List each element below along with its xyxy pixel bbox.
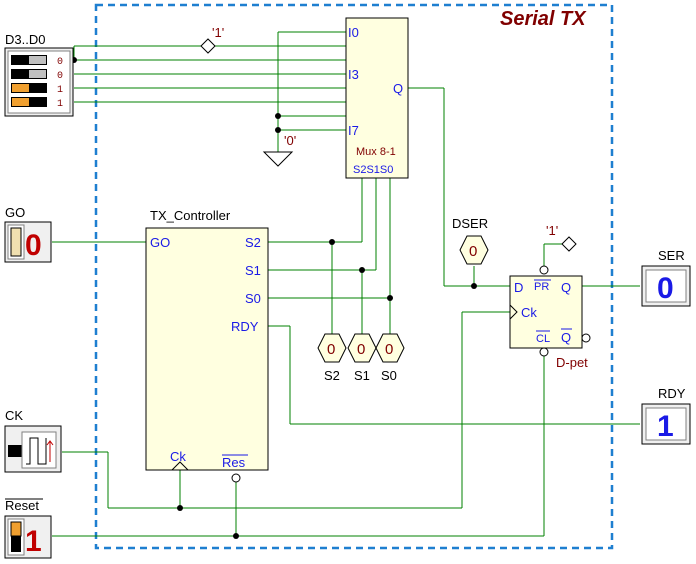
dip-bit0-value: 1 [57,99,63,110]
controller-name: TX_Controller [150,208,231,223]
ff-name: D-pet [556,355,588,370]
dip-bit1-value: 1 [57,85,63,96]
ff-pin-cl: CL [536,333,550,345]
reset-value: 1 [25,525,42,558]
ck-label: CK [5,408,23,423]
ground-zero-const: '0' [262,133,296,167]
ff-qbar-bubble [581,333,591,343]
ff-pin-q: Q [561,280,571,295]
go-value: 0 [25,229,42,262]
probe-dser: DSER 0 [452,216,489,265]
mux-select-label: S2S1S0 [353,164,393,176]
svg-text:0: 0 [385,341,393,358]
dip-label: D3..D0 [5,32,45,47]
ff-pin-ck: Ck [521,305,537,320]
rdy-value: 1 [657,410,674,443]
ff-cl-bubble [539,347,549,357]
tx-controller[interactable]: TX_Controller GO S2 S1 S0 RDY Ck Res [145,208,269,483]
frame-title: Serial TX [500,8,587,30]
wires [52,31,640,537]
controller-pin-rdy: RDY [231,319,259,334]
const-one-top: '1' [200,25,224,54]
ff-clock-triangle [509,303,518,321]
rdy-label: RDY [658,386,686,401]
mux-pin-i0: I0 [348,25,359,40]
ff-pin-d: D [514,280,523,295]
svg-text:'0': '0' [284,133,296,148]
controller-pin-s1: S1 [245,263,261,278]
ser-label: SER [658,248,685,263]
dip-bit2-value: 0 [57,71,63,82]
mux-8-1[interactable]: I0 I3 I7 Q Mux 8-1 S2S1S0 [345,17,409,179]
clock-input[interactable]: CK [4,408,62,473]
controller-pin-res: Res [222,455,246,470]
controller-pin-s2: S2 [245,235,261,250]
dip-toggle-bit0[interactable] [11,97,47,107]
ser-value: 0 [657,272,674,305]
dip-toggle-bit2[interactable] [11,69,47,79]
svg-text:0: 0 [469,243,477,260]
svg-text:S1: S1 [354,368,370,383]
svg-text:'1': '1' [546,223,558,238]
probe-s0: 0 S0 [375,333,405,383]
ff-pr-bubble [539,265,549,275]
svg-text:'1': '1' [212,25,224,40]
dip-toggle-bit1[interactable] [11,83,47,93]
mux-name: Mux 8-1 [356,146,396,158]
probe-s2: 0 S2 [317,333,347,383]
mux-pin-q: Q [393,81,403,96]
serial-tx-frame [94,3,614,550]
reset-label: Reset [5,498,39,513]
const-one-ff: '1' [546,223,577,252]
svg-text:S2: S2 [324,368,340,383]
go-input[interactable]: GO 0 [4,205,52,263]
controller-pin-s0: S0 [245,291,261,306]
rdy-output: RDY 1 [641,386,691,445]
controller-clock-triangle [170,461,190,471]
probe-s1: 0 S1 [347,333,377,383]
controller-res-bubble [231,473,241,483]
svg-text:DSER: DSER [452,216,488,231]
ser-output: SER 0 [641,248,691,307]
clock-waveform-icon [26,437,47,465]
ff-pin-pr: PR [534,281,549,293]
controller-pin-go: GO [150,235,170,250]
svg-text:0: 0 [357,341,365,358]
dip-toggle-bit3[interactable] [11,55,47,65]
dip-bit3-value: 0 [57,57,63,68]
mux-pin-i3: I3 [348,67,359,82]
dip-switch-d3-d0[interactable]: D3..D0 0 0 1 1 [4,32,74,117]
reset-input[interactable]: Reset 1 [4,498,52,559]
junctions [71,57,477,539]
controller-pin-ck: Ck [170,449,186,464]
svg-text:S0: S0 [381,368,397,383]
svg-text:0: 0 [327,341,335,358]
mux-pin-i7: I7 [348,123,359,138]
go-label: GO [5,205,25,220]
d-flip-flop[interactable]: D PR Q Ck CL Q D-pet [509,265,591,370]
ff-pin-qbar: Q [561,330,571,345]
